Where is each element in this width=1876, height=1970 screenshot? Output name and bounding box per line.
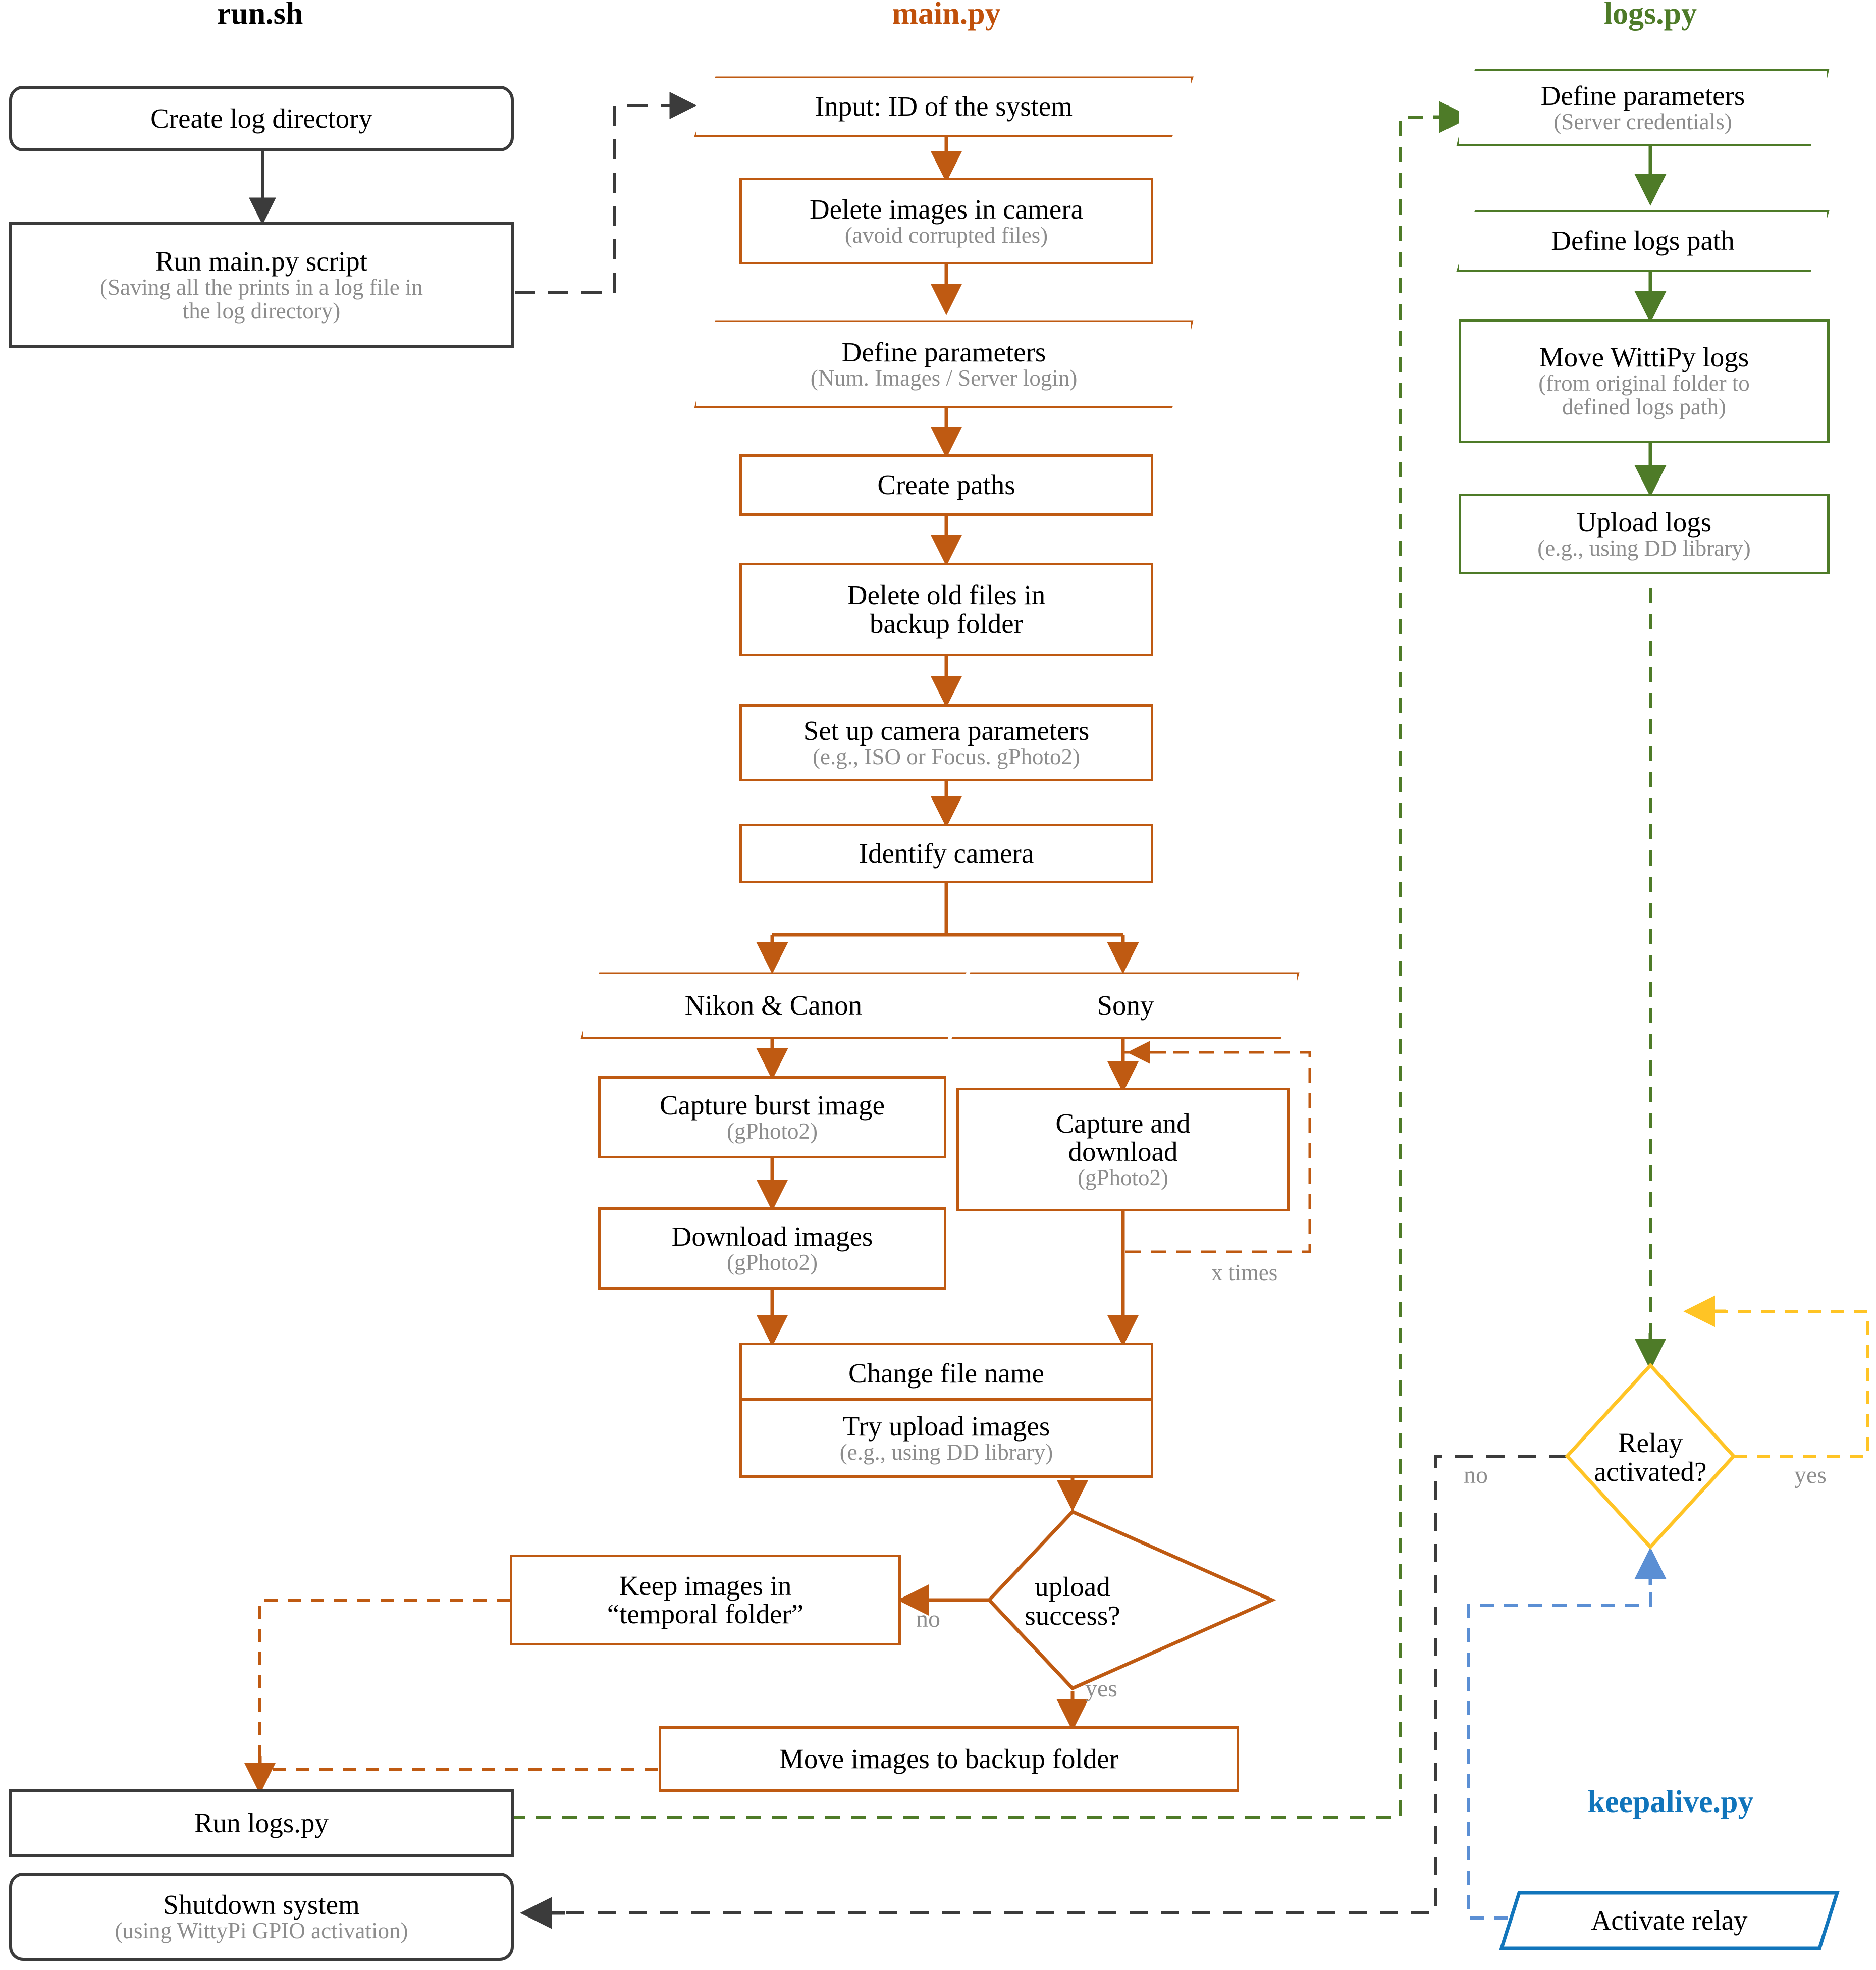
node-title: Upload logs [1576,506,1712,538]
edge-relay-no-to-shutdown [532,1455,1567,1914]
node-move-images-backup[interactable]: Move images to backup folder [659,1726,1239,1792]
node-define-parameters-logs[interactable]: Define parameters (Server credentials) [1459,71,1827,144]
node-create-paths[interactable]: Create paths [739,454,1153,516]
node-create-log-directory[interactable]: Create log directory [9,86,514,151]
edge-label-upload-no: no [916,1606,940,1632]
column-header-main-py: main.py [892,0,1001,31]
node-capture-burst-image[interactable]: Capture burst image (gPhoto2) [598,1076,946,1158]
node-input-id[interactable]: Input: ID of the system [696,78,1191,135]
column-header-keepalive-py: keepalive.py [1587,1785,1754,1819]
node-title: Activate relay [1591,1904,1748,1936]
edge-label-upload-yes: yes [1085,1675,1117,1702]
node-subtitle: (avoid corrupted files) [844,222,1048,248]
column-header-run-sh: run.sh [217,0,303,31]
node-nikon-canon[interactable]: Nikon & Canon [583,974,964,1037]
node-title-line2: “temporal folder” [607,1599,804,1629]
shape-activate-relay [1499,1891,1840,1950]
node-subtitle-line1: (from original folder to [1538,370,1750,396]
node-title: Download images [671,1221,873,1252]
node-title-line1: Delete old files in [847,579,1046,611]
node-title: Shutdown system [163,1889,360,1921]
node-setup-camera-parameters[interactable]: Set up camera parameters (e.g., ISO or F… [739,704,1153,781]
node-download-images[interactable]: Download images (gPhoto2) [598,1207,946,1290]
node-title: Try upload images [842,1410,1050,1442]
node-title-line2: activated? [1594,1456,1707,1487]
node-title: Input: ID of the system [815,91,1073,122]
node-define-logs-path[interactable]: Define logs path [1459,212,1827,270]
node-subtitle: (e.g., using DD library) [1537,535,1751,561]
node-shutdown-system[interactable]: Shutdown system (using WittyPi GPIO acti… [9,1873,514,1961]
node-title: Run logs.py [194,1807,329,1839]
node-title: Nikon & Canon [684,990,863,1021]
node-run-logs-py[interactable]: Run logs.py [9,1789,514,1857]
node-try-upload-images[interactable]: Try upload images (e.g., using DD librar… [739,1398,1153,1478]
node-subtitle-line1: (Saving all the prints in a log file in [100,275,423,300]
node-move-wittipy-logs[interactable]: Move WittiPy logs (from original folder … [1459,319,1830,443]
node-subtitle: (Server credentials) [1553,109,1732,134]
node-subtitle: (using WittyPi GPIO activation) [115,1918,408,1944]
edge-sony-loop [1123,1051,1311,1253]
edge-runlogs-to-logspy [510,116,1456,1819]
node-title: Change file name [848,1357,1044,1389]
node-subtitle-line2: the log directory) [182,298,341,324]
node-upload-success[interactable]: upload success? [989,1552,1156,1650]
node-title: Capture burst image [660,1090,885,1121]
node-subtitle: (gPhoto2) [727,1250,818,1275]
node-subtitle: (gPhoto2) [1078,1165,1168,1191]
node-title-line2: success? [1025,1600,1120,1631]
node-title: Sony [1097,990,1154,1021]
node-subtitle: (Num. Images / Server login) [810,365,1078,391]
node-title: Identify camera [859,837,1034,869]
edge-label-sony-loop: x times [1211,1260,1278,1285]
node-title-line1: Relay [1618,1427,1683,1459]
node-title: Define logs path [1551,225,1735,256]
node-title: Delete images in camera [809,193,1084,225]
edge-identify-split [770,883,1125,963]
node-title: Move images to backup folder [779,1743,1119,1774]
node-run-main-py[interactable]: Run main.py script (Saving all the print… [9,222,514,348]
edge-label-relay-no: no [1464,1462,1488,1488]
node-title: Define parameters [841,337,1046,368]
node-capture-and-download[interactable]: Capture and download (gPhoto2) [956,1088,1290,1211]
node-activate-relay[interactable]: Activate relay [1502,1893,1837,1948]
node-title: Set up camera parameters [803,715,1090,747]
node-title: Move WittiPy logs [1539,342,1749,373]
node-delete-old-files[interactable]: Delete old files in backup folder [739,563,1153,656]
edge-label-relay-yes: yes [1794,1462,1827,1488]
node-define-parameters-main[interactable]: Define parameters (Num. Images / Server … [696,322,1191,406]
node-title: Create paths [877,469,1015,500]
node-delete-images-camera[interactable]: Delete images in camera (avoid corrupted… [739,178,1153,264]
diamond-upload-success [987,1509,1276,1691]
node-subtitle: (e.g., using DD library) [839,1439,1053,1465]
node-title: Run main.py script [155,246,368,277]
node-title-line2: backup folder [870,608,1023,639]
node-title-line1: Keep images in [619,1570,792,1601]
node-subtitle: (e.g., ISO or Focus. gPhoto2) [813,744,1080,770]
node-subtitle-line2: defined logs path) [1562,394,1726,420]
edge-keepimages-to-runlogs [258,1599,510,1782]
node-change-file-name[interactable]: Change file name [739,1343,1153,1404]
node-sony[interactable]: Sony [954,974,1297,1037]
node-title-line2: download [1068,1136,1178,1167]
node-keep-images-temporal[interactable]: Keep images in “temporal folder” [510,1555,901,1645]
edge-runmain-to-inputid [515,92,697,294]
node-title: Create log directory [150,102,372,134]
node-title-line1: Capture and [1055,1108,1191,1139]
node-identify-camera[interactable]: Identify camera [739,824,1153,883]
node-relay-activated[interactable]: Relay activated? [1567,1408,1734,1507]
column-header-logs-py: logs.py [1603,0,1697,31]
node-title: Define parameters [1540,80,1745,111]
edge-activaterelay-to-relay [1467,1562,1652,1920]
node-subtitle: (gPhoto2) [727,1119,818,1144]
node-title-line1: upload [1035,1571,1110,1603]
node-upload-logs[interactable]: Upload logs (e.g., using DD library) [1459,494,1830,574]
diamond-relay-activated [1565,1362,1736,1550]
